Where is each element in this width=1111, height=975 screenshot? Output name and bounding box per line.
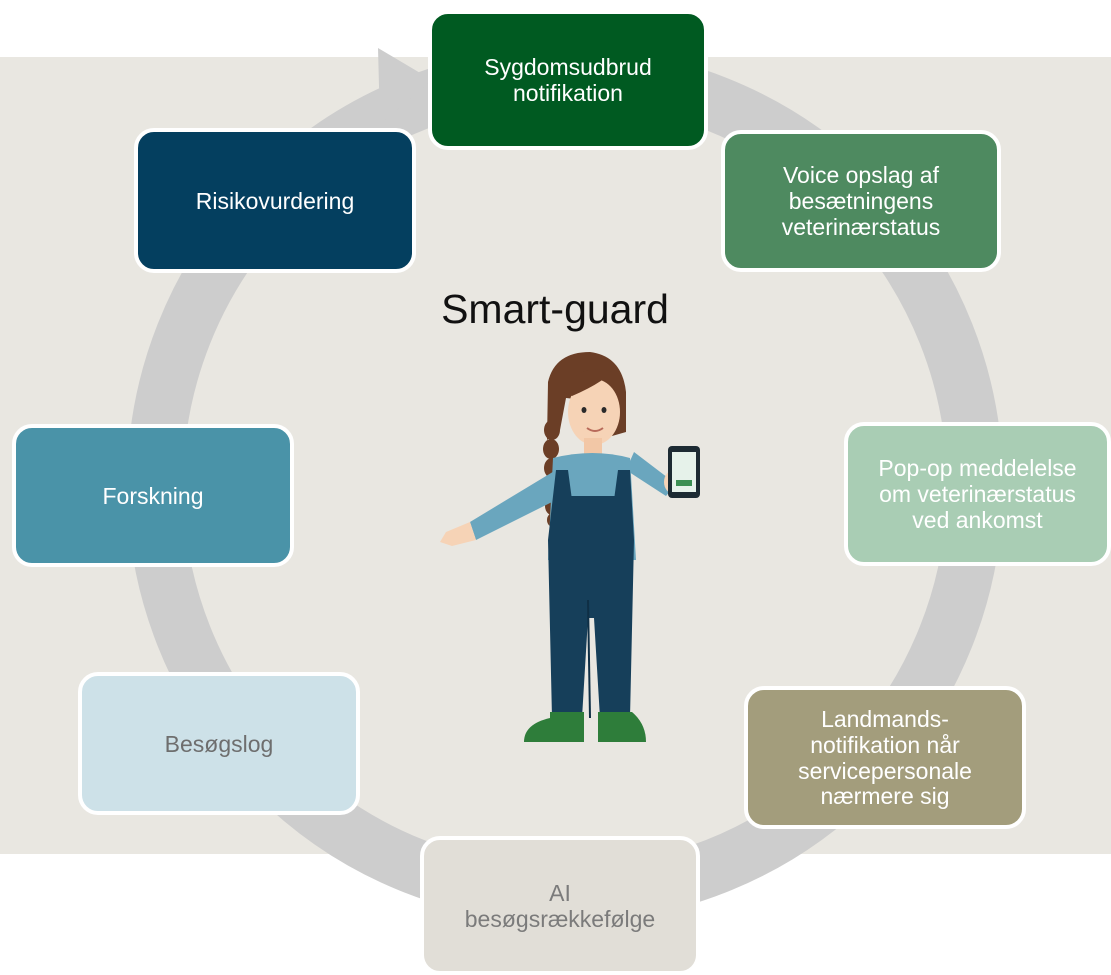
farmer-figure-icon <box>440 352 700 742</box>
node-besogslog: Besøgslog <box>78 672 360 815</box>
node-sygdomsudbrud-notifikation: Sygdomsudbrud notifikation <box>428 10 708 150</box>
diagram-title: Smart-guard <box>441 286 669 332</box>
node-pop-op-meddelelse: Pop-op meddelelse om veterinærstatus ved… <box>844 422 1111 566</box>
node-risikovurdering: Risikovurdering <box>134 128 416 273</box>
node-ai-besogsraekkefolge: AI besøgsrækkefølge <box>420 836 700 975</box>
node-forskning: Forskning <box>12 424 294 567</box>
node-voice-opslag: Voice opslag af besætningens veterinærst… <box>721 130 1001 272</box>
cycle-arrow-head <box>378 48 432 124</box>
node-landmands-notifikation: Landmands- notifikation når serviceperso… <box>744 686 1026 829</box>
